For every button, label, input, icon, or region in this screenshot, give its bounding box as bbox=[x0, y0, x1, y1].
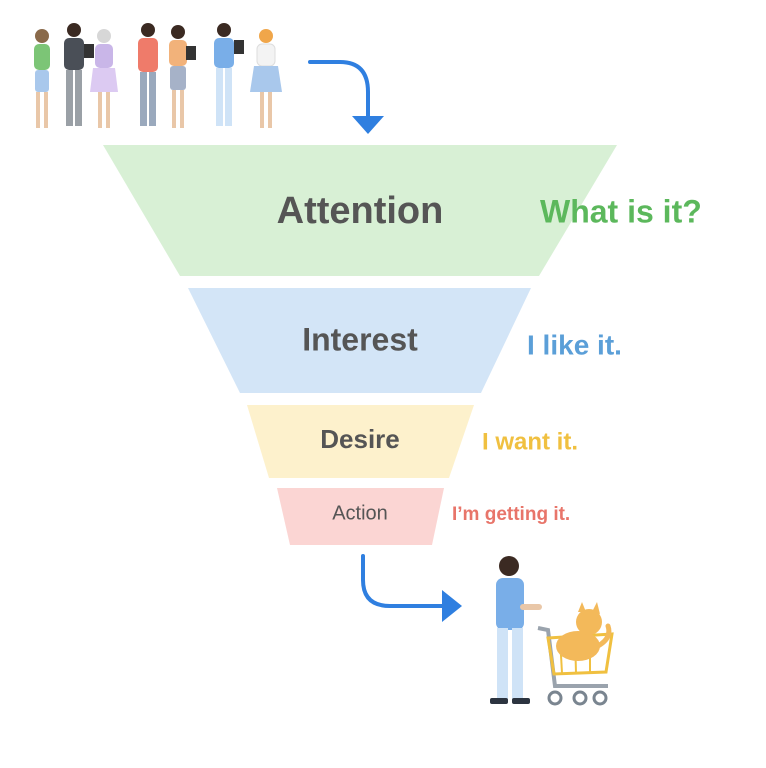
stage-label-attention: Attention bbox=[277, 190, 444, 232]
group-of-people-illustration bbox=[34, 23, 282, 128]
top-curved-arrow bbox=[308, 60, 370, 120]
caption-interest: I like it. bbox=[527, 329, 622, 360]
stage-label-action: Action bbox=[332, 502, 388, 524]
caption-action: I’m getting it. bbox=[452, 504, 570, 525]
person-figure bbox=[90, 29, 118, 128]
funnel-stage-action bbox=[277, 488, 444, 545]
person-figure bbox=[250, 29, 282, 128]
shopper-figure bbox=[490, 556, 542, 704]
person-figure bbox=[214, 23, 244, 126]
shopper-with-cart-and-cat-illustration bbox=[490, 556, 614, 706]
cat-icon bbox=[556, 602, 612, 661]
funnel-stage-attention bbox=[103, 145, 617, 276]
caption-desire: I want it. bbox=[482, 428, 578, 455]
person-figure bbox=[138, 23, 158, 126]
person-figure bbox=[34, 29, 50, 128]
stage-label-desire: Desire bbox=[320, 424, 400, 454]
stage-label-interest: Interest bbox=[302, 321, 418, 357]
bottom-curved-arrow bbox=[361, 554, 446, 608]
person-figure bbox=[64, 23, 94, 126]
person-figure bbox=[169, 25, 196, 128]
funnel-stage-interest bbox=[188, 288, 531, 393]
bottom-arrowhead-icon bbox=[442, 590, 462, 622]
top-arrowhead-icon bbox=[352, 116, 384, 134]
caption-attention: What is it? bbox=[540, 193, 702, 229]
funnel-stage-desire bbox=[247, 405, 474, 478]
